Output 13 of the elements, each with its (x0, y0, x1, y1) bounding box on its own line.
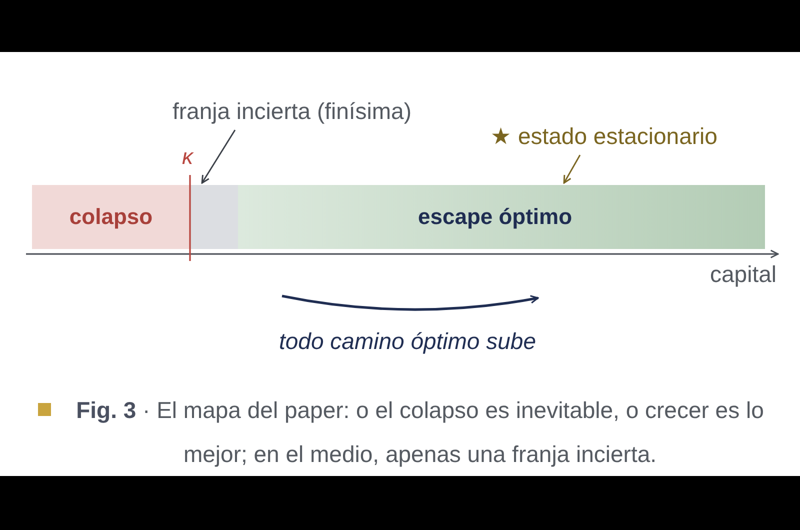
annotation-text: todo camino óptimo sube (279, 328, 536, 355)
annotation-text: franja incierta (finísima) (166, 96, 418, 126)
uncertain-strip (190, 185, 238, 249)
threshold-symbol: κ (182, 144, 193, 170)
axis-label: capital (710, 261, 776, 288)
annotation-text: ★ estado estacionario (484, 121, 724, 151)
region-band (238, 185, 765, 249)
region-band (32, 185, 190, 249)
region-label: colapso (69, 204, 153, 230)
region-label: escape óptimo (418, 204, 572, 230)
leader-arrow (201, 130, 236, 184)
figure-caption: Fig. 3 · El mapa del paper: o el colapso es inevitable, o crecer es lo mejor; en el medio, apenas una franja incierta. (75, 396, 765, 469)
leader-arrow (563, 154, 581, 184)
